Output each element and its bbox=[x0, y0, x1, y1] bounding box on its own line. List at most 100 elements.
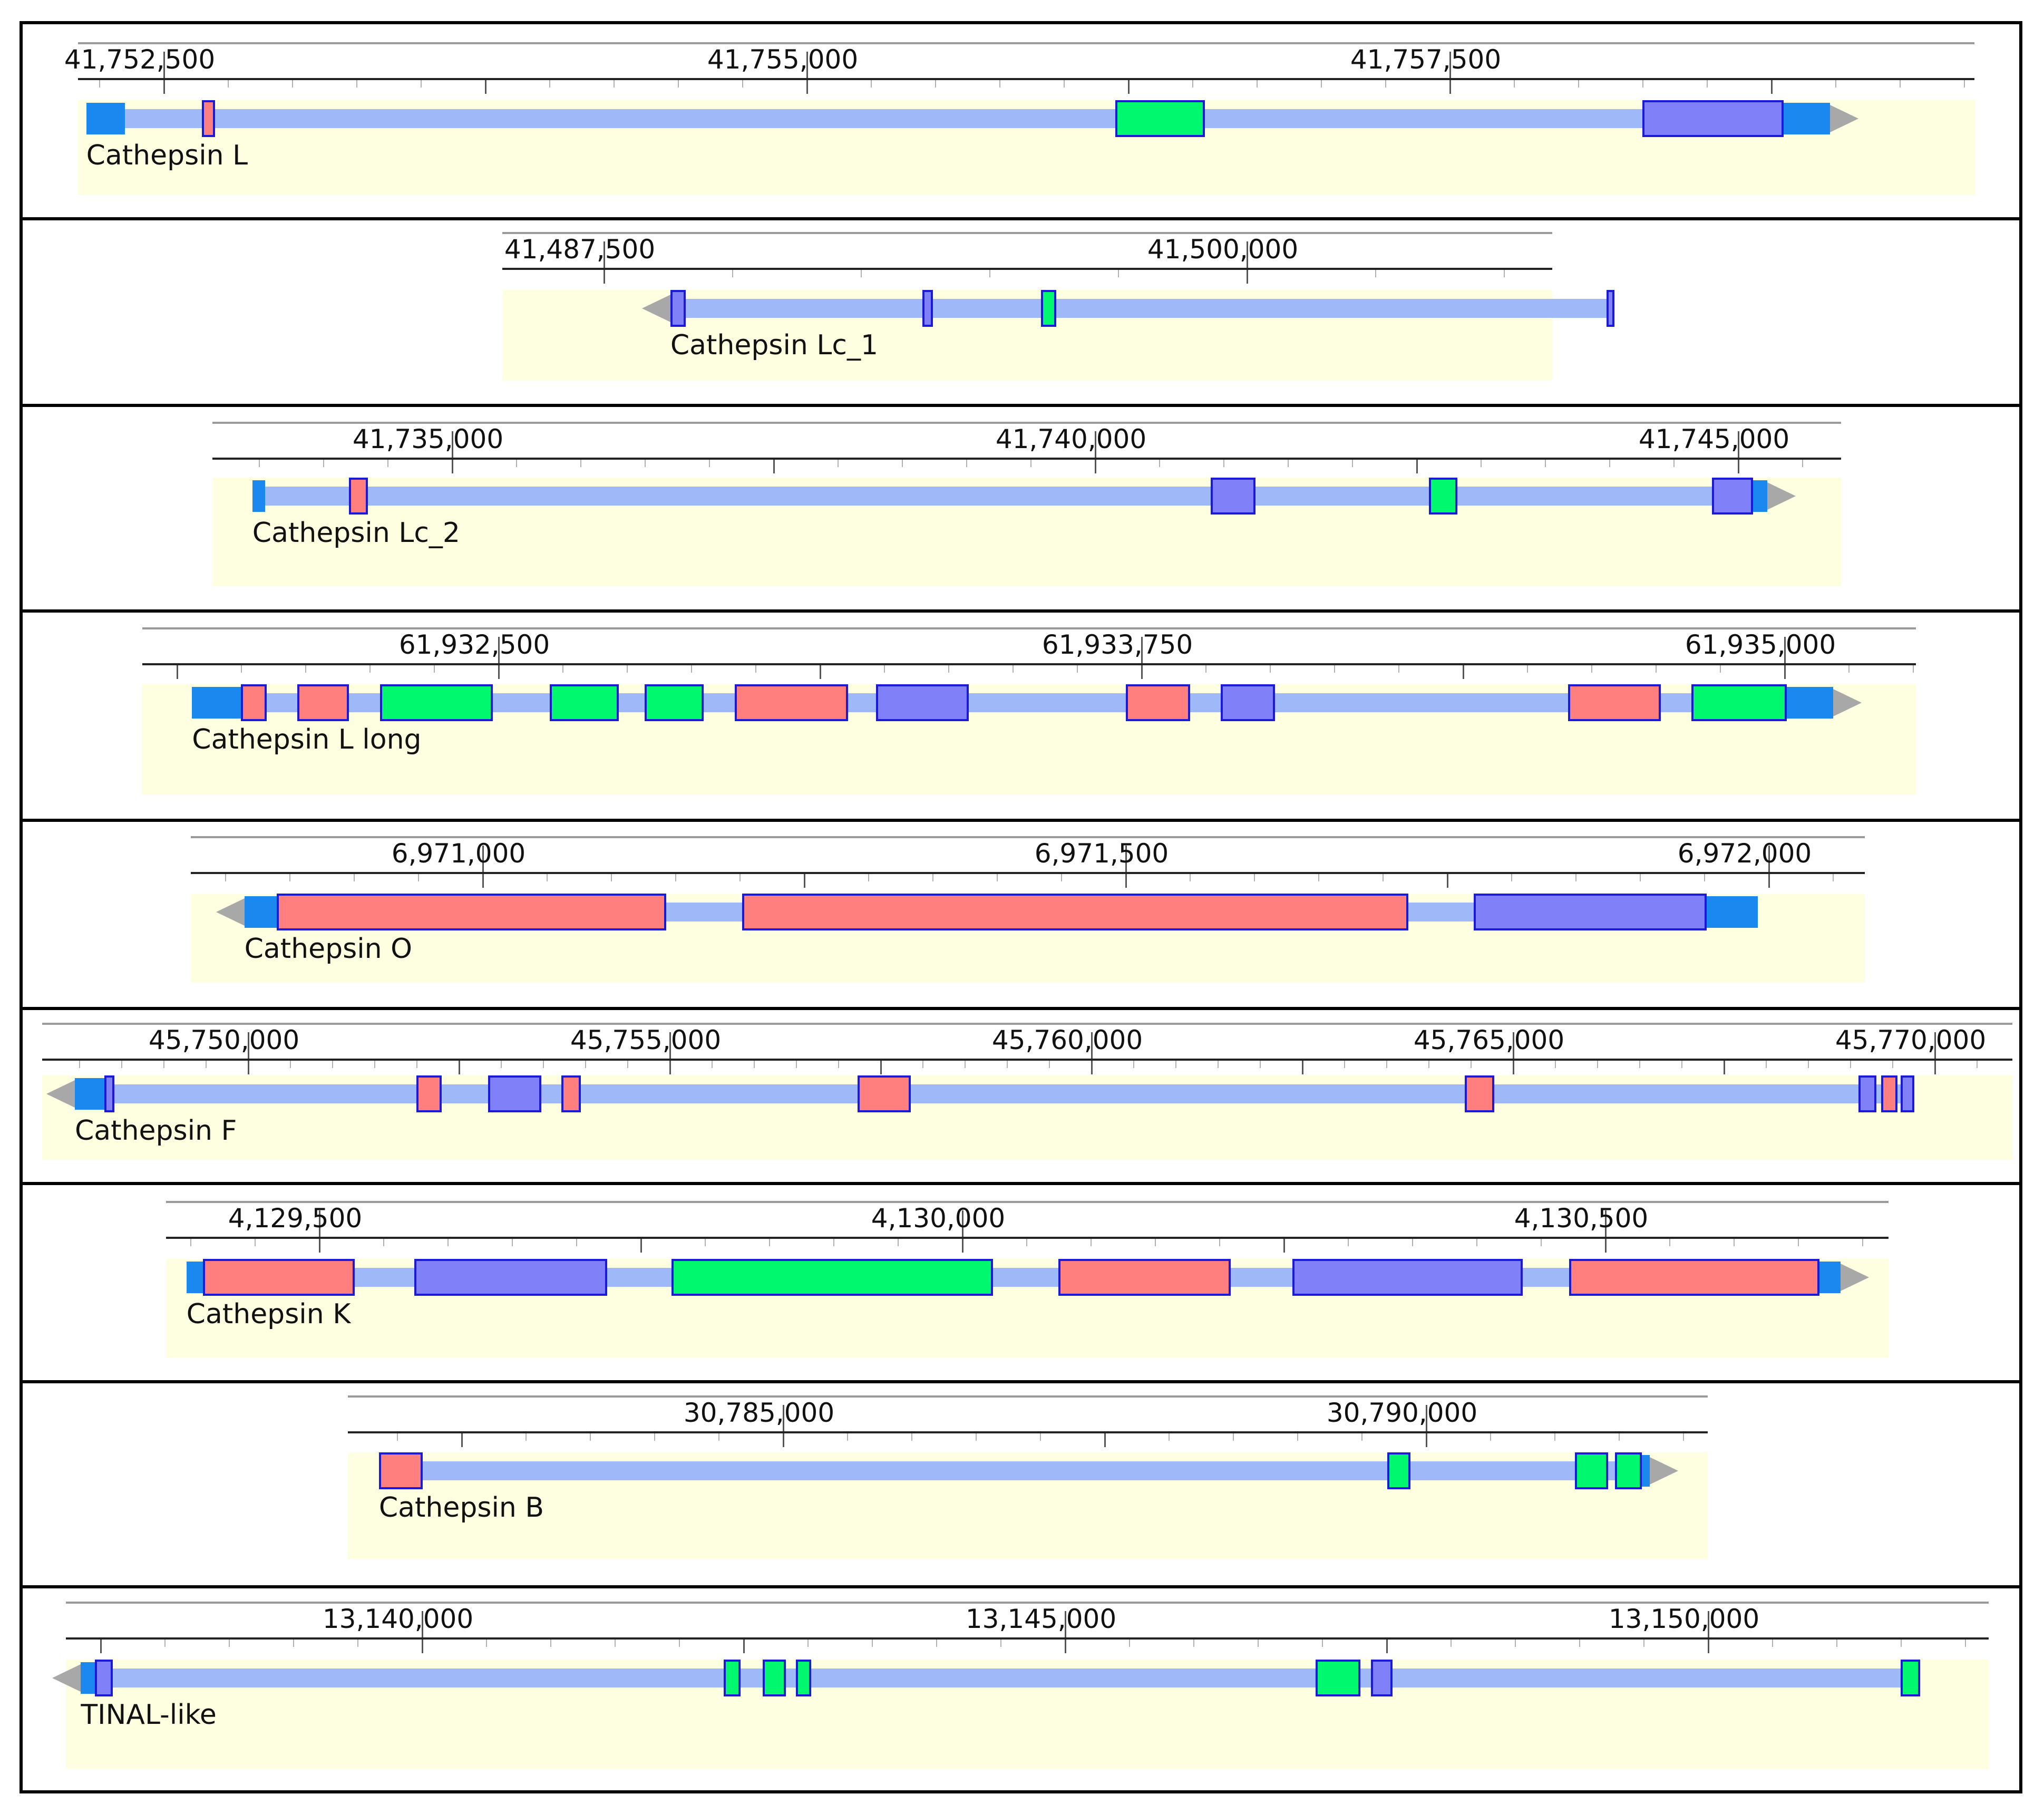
gene-name-label: Cathepsin Lc_2 bbox=[252, 517, 460, 549]
ruler-tick-major bbox=[177, 665, 178, 679]
ruler-header bbox=[66, 1602, 1989, 1604]
exon-block bbox=[1058, 1259, 1231, 1296]
exon-block bbox=[734, 684, 848, 721]
ruler-tick-minor bbox=[718, 1433, 719, 1441]
ruler-axis bbox=[191, 872, 1865, 874]
exon-block bbox=[1691, 684, 1787, 721]
ruler-tick-minor bbox=[190, 1239, 191, 1246]
ruler-tick-minor bbox=[228, 80, 229, 88]
exon-block bbox=[670, 290, 686, 327]
ruler-tick-minor bbox=[1385, 80, 1386, 88]
ruler-tick-minor bbox=[418, 874, 419, 881]
utr-3prime bbox=[1786, 687, 1833, 719]
ruler-tick-minor bbox=[1835, 80, 1836, 88]
utr-3prime bbox=[1753, 480, 1768, 512]
ruler-tick-minor bbox=[1511, 874, 1512, 881]
exon-block bbox=[724, 1660, 741, 1696]
ruler-tick-minor bbox=[739, 874, 741, 881]
ruler-tick-label: 61,935,000 bbox=[1685, 629, 1836, 660]
ruler-tick-minor bbox=[898, 1239, 899, 1246]
intron-line bbox=[378, 1461, 1650, 1480]
strand-arrow-right bbox=[1833, 689, 1862, 716]
exon-block bbox=[104, 1075, 115, 1112]
ruler-tick-labeled bbox=[498, 637, 500, 663]
ruler-axis bbox=[42, 1059, 2012, 1061]
ruler-tick-minor bbox=[712, 1061, 713, 1068]
ruler-tick-label: 13,140,000 bbox=[322, 1604, 474, 1634]
ruler-tick-minor bbox=[516, 460, 517, 467]
intron-line bbox=[86, 109, 1831, 128]
ruler-tick-labeled bbox=[1247, 241, 1248, 268]
ruler-tick-minor bbox=[206, 1061, 207, 1068]
intron-line bbox=[75, 1084, 1914, 1103]
exon-block bbox=[671, 1259, 993, 1296]
ruler-tick-label: 41,500,000 bbox=[1147, 234, 1299, 265]
ruler-tick-minor bbox=[1258, 1640, 1259, 1647]
ruler-tick-major bbox=[1934, 1061, 1936, 1074]
ruler-tick-minor bbox=[1681, 1061, 1682, 1068]
ruler-tick-minor bbox=[387, 460, 388, 467]
exon-block bbox=[1642, 100, 1784, 137]
ruler-tick-minor bbox=[576, 1239, 577, 1246]
exon-block bbox=[1315, 1660, 1361, 1696]
ruler-tick-label: 45,770,000 bbox=[1835, 1025, 1987, 1055]
ruler-tick-minor bbox=[627, 665, 628, 673]
ruler-tick-minor bbox=[1901, 1640, 1902, 1647]
ruler-header bbox=[142, 627, 1916, 629]
ruler-tick-minor bbox=[1639, 1061, 1640, 1068]
ruler-tick-minor bbox=[1833, 874, 1834, 881]
intron-line bbox=[81, 1669, 1920, 1687]
exon-block bbox=[1210, 478, 1255, 515]
ruler-tick-minor bbox=[1683, 1433, 1684, 1441]
ruler-tick-major bbox=[1091, 1061, 1093, 1074]
ruler-tick-labeled bbox=[783, 1405, 784, 1431]
exon-block bbox=[762, 1660, 786, 1696]
ruler-tick-major bbox=[1416, 460, 1418, 473]
ruler-tick-minor bbox=[1049, 1061, 1050, 1068]
gene-name-label: TINAL-like bbox=[81, 1699, 217, 1731]
ruler-tick-labeled bbox=[1091, 1032, 1093, 1059]
utr-3prime bbox=[1641, 1455, 1650, 1487]
ruler-tick-minor bbox=[1862, 1239, 1863, 1246]
ruler-tick-minor bbox=[615, 1640, 616, 1647]
ruler-tick-minor bbox=[241, 665, 242, 673]
ruler-tick-minor bbox=[989, 270, 990, 277]
strand-arrow-right bbox=[1649, 1457, 1678, 1485]
ruler-tick-minor bbox=[884, 665, 885, 673]
ruler-tick-minor bbox=[1223, 460, 1224, 467]
ruler-tick-major bbox=[1426, 1433, 1427, 1447]
ruler-tick-minor bbox=[1190, 874, 1191, 881]
ruler-tick-minor bbox=[1007, 1061, 1008, 1068]
ruler-axis bbox=[78, 78, 1974, 80]
ruler-tick-major bbox=[452, 460, 453, 473]
ruler-tick-minor bbox=[872, 1640, 873, 1647]
ruler-tick-major bbox=[1513, 1061, 1514, 1074]
ruler-tick-minor bbox=[1026, 1239, 1027, 1246]
ruler-tick-minor bbox=[421, 80, 422, 88]
utr-5prime bbox=[244, 896, 277, 928]
ruler-tick-minor bbox=[543, 1061, 544, 1068]
ruler-tick-major bbox=[1738, 460, 1739, 473]
ruler-tick-label: 41,752,500 bbox=[64, 44, 216, 75]
ruler-tick-minor bbox=[932, 874, 933, 881]
exon-block bbox=[202, 100, 215, 137]
exon-block bbox=[1614, 1452, 1642, 1489]
ruler-axis bbox=[502, 268, 1552, 270]
ruler-tick-major bbox=[248, 1061, 249, 1074]
ruler-tick-minor bbox=[1541, 1239, 1542, 1246]
ruler-tick-minor bbox=[447, 1239, 449, 1246]
ruler-tick-minor bbox=[290, 1061, 291, 1068]
ruler-tick-major bbox=[743, 1640, 745, 1653]
ruler-tick-label: 6,972,000 bbox=[1677, 838, 1812, 869]
ruler-tick-minor bbox=[1642, 80, 1643, 88]
exon-block bbox=[1901, 1660, 1920, 1696]
ruler-tick-minor bbox=[289, 874, 290, 881]
ruler-tick-minor bbox=[99, 80, 100, 88]
ruler-tick-major bbox=[459, 1061, 460, 1074]
ruler-tick-minor bbox=[1270, 665, 1271, 673]
ruler-tick-minor bbox=[547, 874, 548, 881]
ruler-tick-minor bbox=[1412, 1239, 1413, 1246]
ruler-tick-minor bbox=[1720, 665, 1721, 673]
ruler-tick-minor bbox=[754, 1061, 755, 1068]
ruler-tick-minor bbox=[1040, 1433, 1041, 1441]
